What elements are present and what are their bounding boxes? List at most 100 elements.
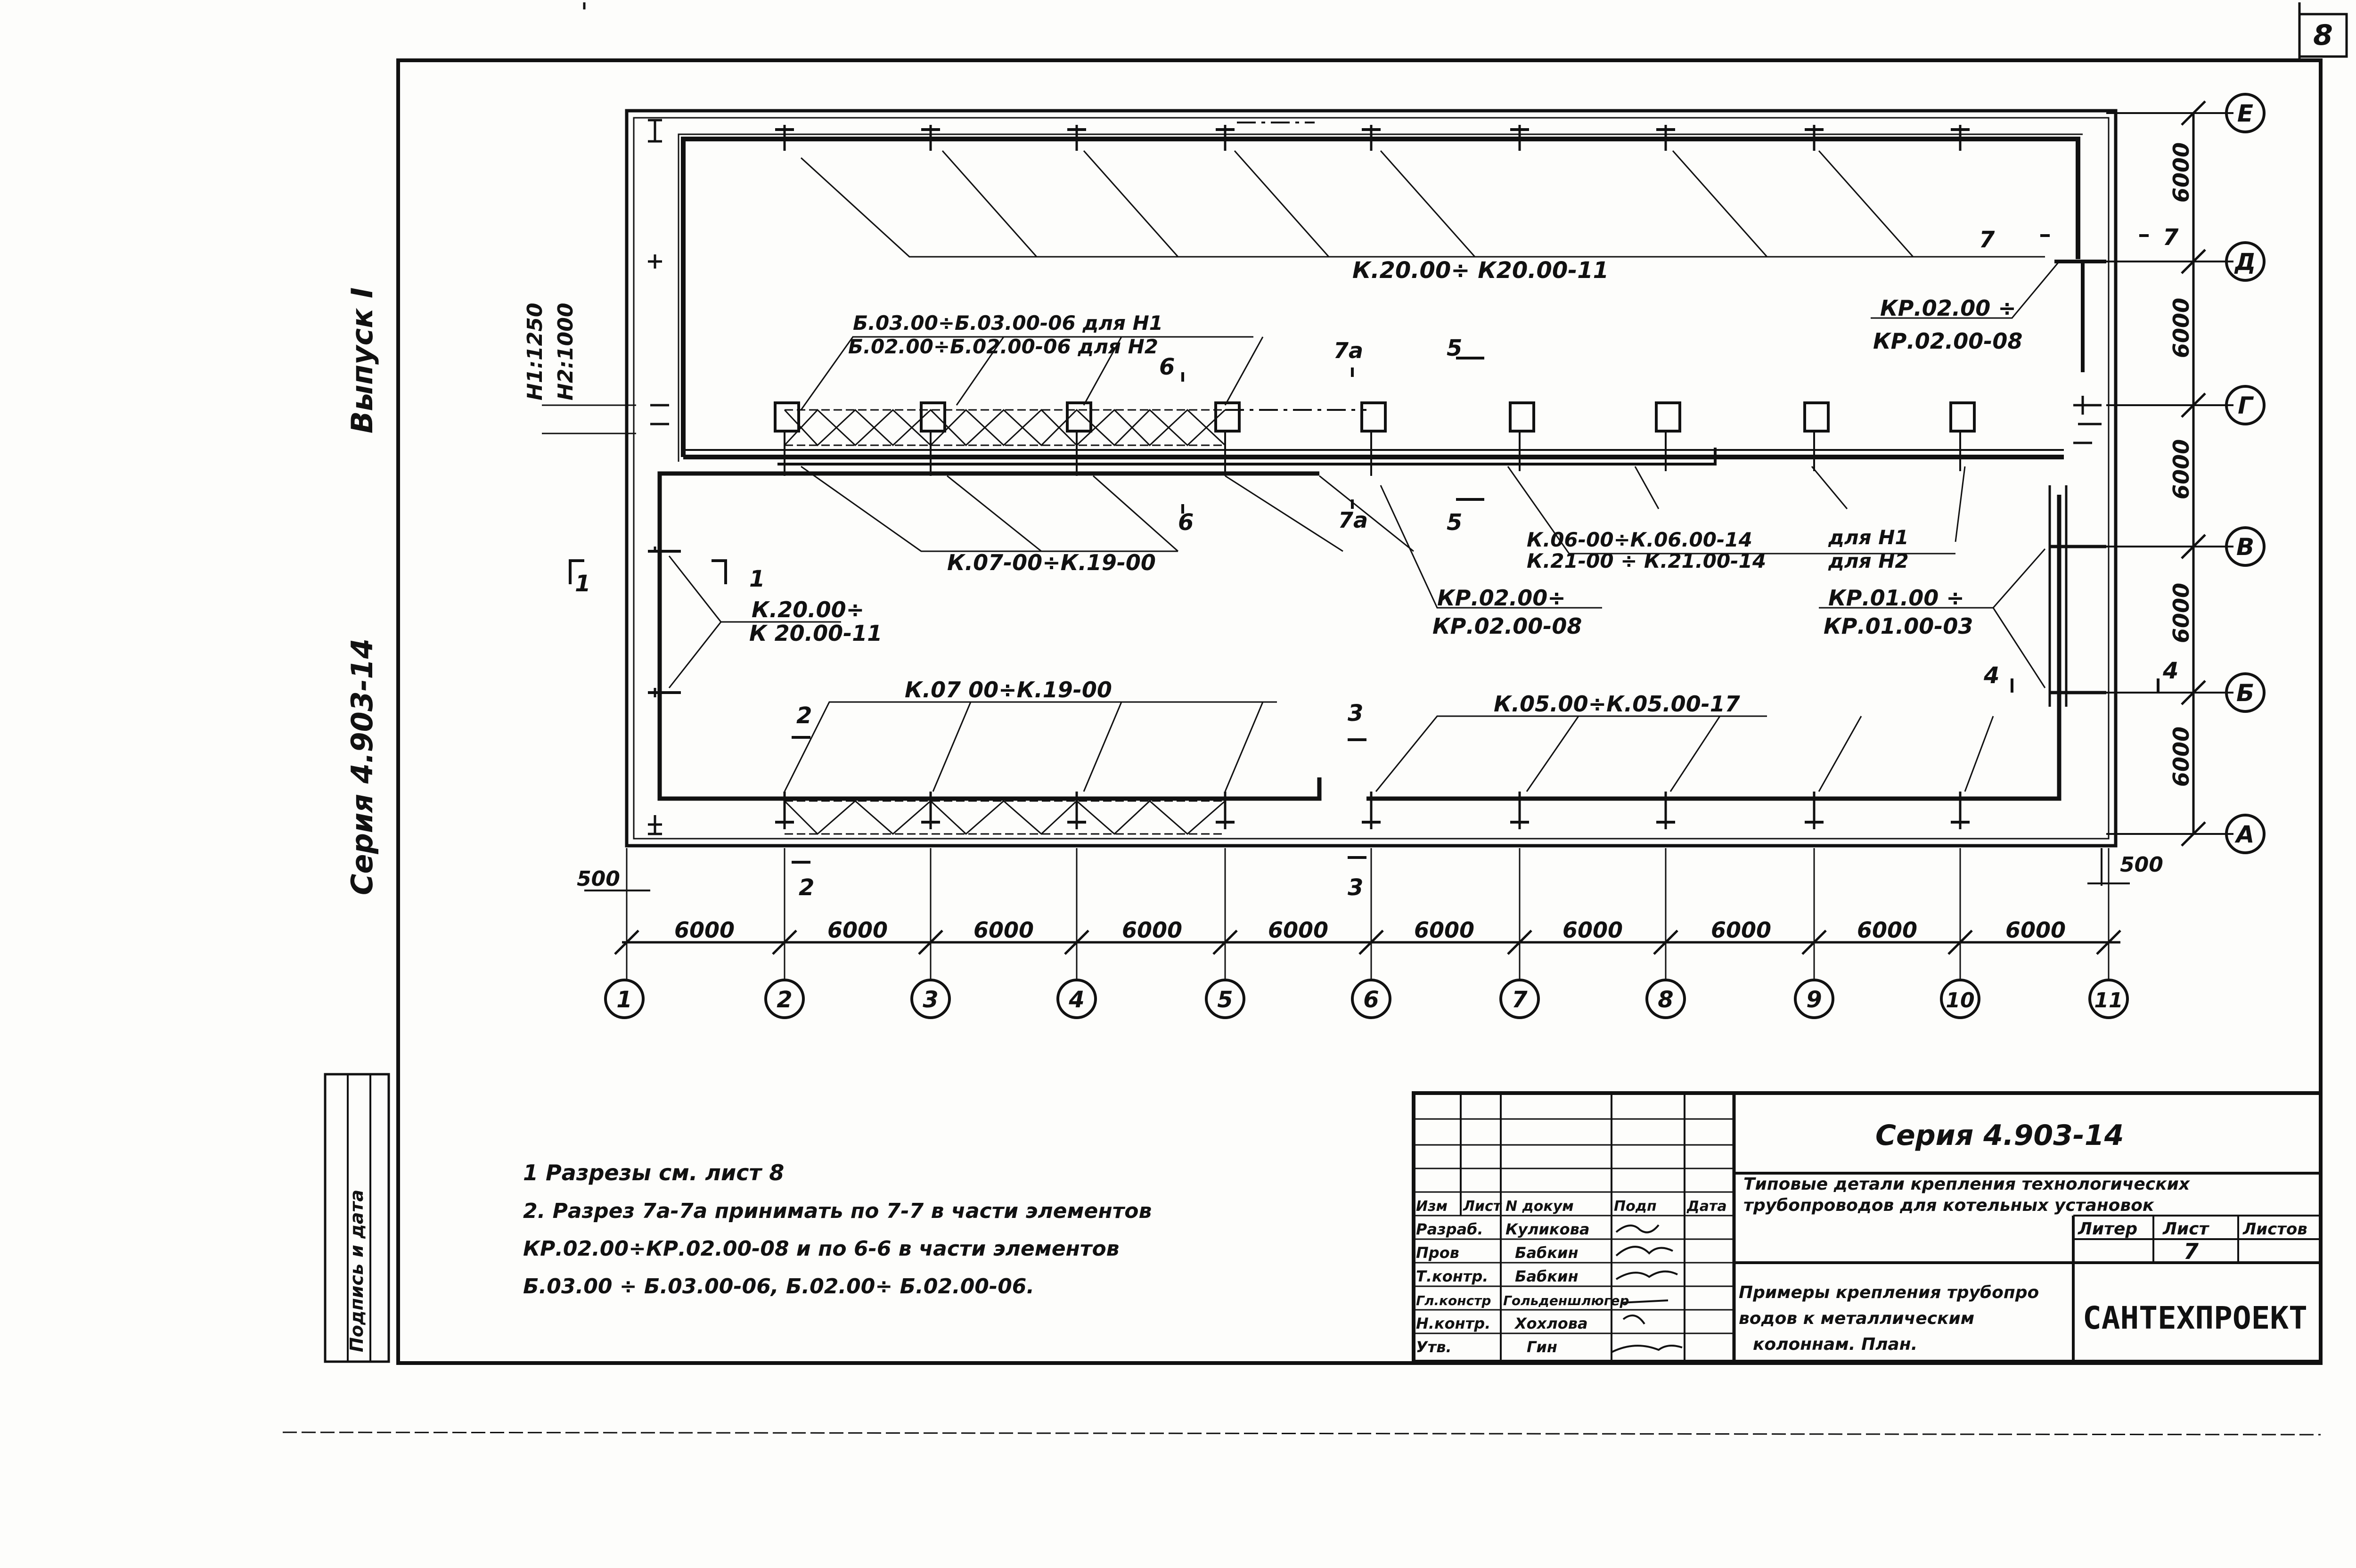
section-7a-bottom: 7а [1338, 507, 1368, 533]
label-k20-left-b: К 20.00-11 [749, 621, 882, 646]
col-axis-5: 5 [1217, 987, 1233, 1013]
col-axis-10: 10 [1946, 988, 1974, 1013]
section-6-top: 6 [1159, 354, 1175, 380]
plan-outer-frame [625, 109, 2118, 848]
label-for-h2: для H2 [1828, 549, 1909, 572]
col-axis-9: 9 [1806, 987, 1822, 1013]
section-3-bottom: 3 [1348, 874, 1363, 901]
truss-lattices [784, 122, 1366, 835]
tb-sheet-label: Лист [2162, 1219, 2209, 1239]
col-dim-1: 6000 [674, 917, 735, 943]
col-dim-2: 6000 [827, 917, 888, 943]
height-h1: H1:1250 [523, 303, 547, 401]
row-dim-1: 6000 [2168, 142, 2194, 203]
label-kr02-right-b: КР.02.00-08 [1873, 328, 2022, 354]
column-dimension-line [614, 848, 2121, 980]
col-axis-7: 7 [1512, 987, 1528, 1013]
tb-role-2: Т.контр. [1416, 1267, 1488, 1285]
section-7-left: 7 [1979, 227, 1995, 253]
label-kr01-b: КР.01.00-03 [1824, 613, 1973, 639]
col-dim-10: 6000 [2005, 917, 2066, 943]
tb-name-2: Бабкин [1515, 1267, 1579, 1285]
col-dim-6: 6000 [1414, 917, 1474, 943]
label-kr01-a: КР.01.00 ÷ [1828, 585, 1964, 611]
col-dim-3: 6000 [973, 917, 1034, 943]
row-axis-V: В [2236, 533, 2254, 561]
offset-right: 500 [2120, 853, 2163, 877]
label-kr02-mid-b: КР.02.00-08 [1432, 613, 1582, 639]
offset-lines [584, 848, 2130, 891]
tb-role-1: Пров [1416, 1244, 1459, 1262]
sheet-bottom-edge [282, 1431, 2321, 1436]
tb-title-line2: трубопроводов для котельных установок [1743, 1196, 2155, 1215]
tb-name-0: Куликова [1505, 1220, 1589, 1238]
note-1: 1 Разрезы см. лист 8 [523, 1160, 784, 1185]
label-b02: Б.02.00÷Б.02.00-06 для H2 [848, 335, 1158, 358]
tb-role-0: Разраб. [1416, 1220, 1483, 1238]
tb-sheet-title-line2: водов к металлическим [1739, 1309, 1974, 1328]
side-issue: Выпуск I [345, 287, 379, 433]
row-dim-2: 6000 [2168, 298, 2194, 358]
row-axis-D: Д [2234, 248, 2256, 276]
row-axis-bubbles [2225, 93, 2266, 854]
col-axis-6: 6 [1363, 987, 1379, 1013]
left-stamp-text: Подпись и дата [346, 1190, 367, 1352]
col-dim-8: 6000 [1711, 917, 1771, 943]
label-kr02-mid-a: КР.02.00÷ [1437, 585, 1566, 611]
label-k07-bottom: К.07 00÷К.19-00 [905, 677, 1112, 702]
sheet-corner-number: 8 [2313, 19, 2333, 52]
label-k05: К.05.00÷К.05.00-17 [1494, 691, 1740, 717]
offset-left: 500 [577, 867, 620, 891]
label-for-h1: для H1 [1828, 526, 1909, 549]
sheet-top-edge [583, 2, 2301, 59]
frame-brackets [650, 401, 2102, 476]
label-k07-mid: К.07-00÷К.19-00 [947, 550, 1156, 575]
label-k06-a: К.06-00÷К.06.00-14 [1527, 528, 1752, 551]
signatures [1611, 1224, 1683, 1353]
col-axis-2: 2 [777, 987, 792, 1013]
col-dim-7: 6000 [1562, 917, 1623, 943]
height-h2: H2:1000 [554, 303, 578, 401]
tb-role-4: Н.контр. [1416, 1315, 1490, 1332]
row-dim-5: 6000 [2168, 727, 2194, 787]
side-series: Серия 4.903-14 [345, 638, 379, 895]
section-4-left: 4 [1983, 662, 1999, 689]
section-6-bottom: 6 [1178, 509, 1194, 536]
tb-sheet-title-line1: Примеры крепления трубопро [1739, 1283, 2039, 1302]
tb-col-date: Дата [1686, 1198, 1727, 1215]
col-axis-8: 8 [1658, 987, 1673, 1013]
tb-col-doc: N докум [1505, 1198, 1574, 1215]
tb-series: Серия 4.903-14 [1875, 1119, 2124, 1152]
row-dim-4: 6000 [2168, 583, 2194, 643]
column-markers [648, 119, 2106, 835]
tb-sheet-title-line3: колоннам. План. [1753, 1335, 1917, 1354]
label-b03: Б.03.00÷Б.03.00-06 для H1 [853, 311, 1163, 335]
row-dim-3: 6000 [2168, 439, 2194, 499]
section-2-top: 2 [796, 702, 812, 729]
label-kr02-right-a: КР.02.00 ÷ [1880, 295, 2016, 321]
label-k20-left-a: К.20.00÷ [752, 597, 864, 622]
plan-inner-frame [633, 117, 2110, 840]
sheet-border [396, 58, 2323, 1365]
note-2-line3: Б.03.00 ÷ Б.03.00-06, Б.02.00÷ Б.02.00-0… [523, 1274, 1034, 1298]
col-axis-1: 1 [616, 987, 632, 1013]
tb-role-3: Гл.констр [1416, 1293, 1491, 1308]
row-axes [2106, 100, 2233, 847]
corner-box [2298, 13, 2348, 58]
row-axis-G: Г [2238, 392, 2254, 419]
row-axis-B: Б [2236, 679, 2254, 707]
tb-col-sign: Подп [1614, 1198, 1657, 1215]
section-3-top: 3 [1348, 700, 1363, 727]
pipelines [657, 133, 2106, 801]
left-stamp-lines [347, 1074, 371, 1362]
tb-name-1: Бабкин [1515, 1244, 1579, 1262]
row-axis-E: Е [2237, 100, 2253, 127]
tb-name-4: Хохлова [1514, 1315, 1588, 1332]
tb-liter-label: Литер [2078, 1219, 2137, 1239]
section-5-top: 5 [1447, 335, 1462, 361]
col-dim-9: 6000 [1857, 917, 1917, 943]
section-mark-lines [569, 234, 2160, 864]
section-4-right: 4 [2162, 658, 2178, 684]
row-axis-A: А [2234, 821, 2255, 848]
